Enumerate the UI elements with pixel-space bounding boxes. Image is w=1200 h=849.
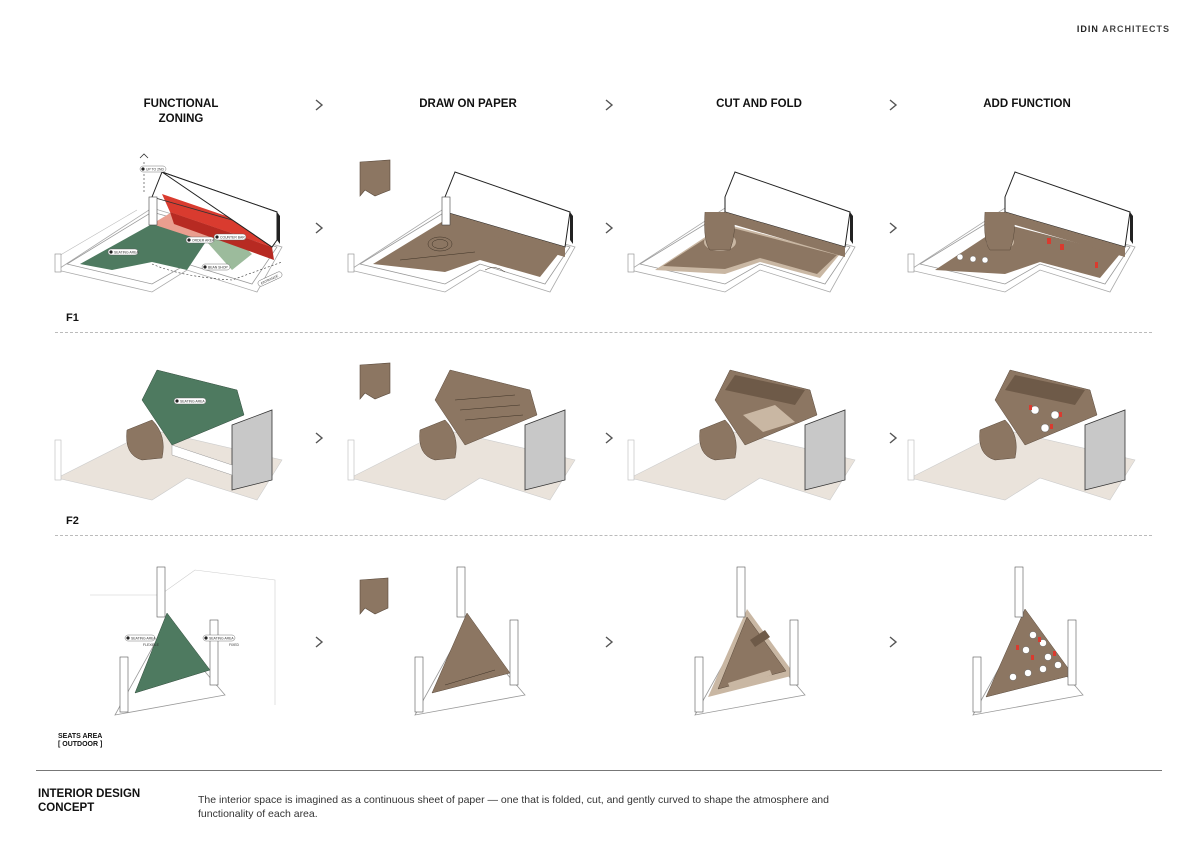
- brand-name: IDIN: [1076, 24, 1099, 34]
- f2-functional-zoning-diagram: SEATING AREA: [52, 360, 302, 510]
- row-divider: [55, 332, 1152, 333]
- tag-order-area: ORDER AREA: [192, 239, 215, 243]
- row-label-f2: F2: [66, 515, 79, 527]
- step-title-line: FUNCTIONAL: [143, 98, 219, 110]
- step-title-line: ZONING: [158, 113, 204, 125]
- chevron-right-icon: [888, 222, 898, 234]
- chevron-right-icon: [888, 636, 898, 648]
- chevron-right-icon: [604, 222, 614, 234]
- chevron-right-icon: [604, 636, 614, 648]
- chevron-right-icon: [314, 99, 324, 111]
- chevron-right-icon: [314, 432, 324, 444]
- f2-draw-on-paper-diagram: [345, 360, 595, 510]
- footer-divider: [36, 770, 1162, 771]
- concept-title-line: INTERIOR DESIGN: [38, 788, 141, 800]
- concept-title-line: CONCEPT: [38, 802, 95, 814]
- chevron-right-icon: [604, 432, 614, 444]
- concept-title: INTERIOR DESIGN CONCEPT: [38, 787, 178, 815]
- row-label-line: [ OUTDOOR ]: [58, 741, 103, 748]
- step-title-functional-zoning: FUNCTIONAL ZONING: [81, 97, 281, 127]
- step-title-line: ADD FUNCTION: [983, 98, 1071, 110]
- step-title-cut-and-fold: CUT AND FOLD: [659, 97, 859, 112]
- step-title-line: CUT AND FOLD: [716, 98, 802, 110]
- chevron-right-icon: [888, 99, 898, 111]
- f1-draw-on-paper-diagram: [345, 152, 595, 302]
- f1-functional-zoning-diagram: UP TO 2ND SEATING AREA ORDER AREA COUNTE…: [52, 152, 302, 302]
- tag-seating-area-flexible: SEATING AREA: [131, 637, 156, 641]
- tag-seating-area: SEATING AREA: [180, 400, 205, 404]
- f2-add-function-diagram: [905, 360, 1155, 510]
- step-title-draw-on-paper: DRAW ON PAPER: [368, 97, 568, 112]
- chevron-right-icon: [888, 432, 898, 444]
- brand-suffix: ARCHITECTS: [1102, 24, 1170, 34]
- row-label-outdoor: SEATS AREA [ OUTDOOR ]: [58, 733, 102, 749]
- outdoor-draw-on-paper-diagram: [359, 565, 560, 716]
- step-title-add-function: ADD FUNCTION: [927, 97, 1127, 112]
- f1-add-function-diagram: [905, 152, 1155, 302]
- brand-logo: IDIN ARCHITECTS: [1077, 24, 1170, 34]
- concept-description: The interior space is imagined as a cont…: [198, 794, 829, 820]
- step-title-line: DRAW ON PAPER: [419, 98, 517, 110]
- tag-fixed: FIXED: [229, 643, 240, 647]
- chevron-right-icon: [604, 99, 614, 111]
- tag-up-to-2nd: UP TO 2ND: [146, 168, 164, 172]
- row-label-line: SEATS AREA: [58, 733, 103, 740]
- f1-cut-and-fold-diagram: [625, 152, 875, 302]
- tag-flexible: FLEXIBLE: [143, 643, 160, 647]
- tag-entrance: ENTRANCE: [260, 274, 279, 286]
- tag-counter-bar: COUNTER BAR: [220, 236, 245, 240]
- outdoor-add-function-diagram: [918, 565, 1118, 716]
- outdoor-cut-and-fold-diagram: [640, 565, 840, 716]
- tag-bean-shop: BEAN SHOP: [208, 266, 229, 270]
- chevron-right-icon: [314, 636, 324, 648]
- chevron-right-icon: [314, 222, 324, 234]
- f2-cut-and-fold-diagram: [625, 360, 875, 510]
- outdoor-functional-zoning-diagram: SEATING AREA FLEXIBLE SEATING AREA FIXED: [85, 565, 285, 716]
- tag-seating-area-fixed: SEATING AREA: [209, 637, 234, 641]
- row-divider: [55, 535, 1152, 536]
- tag-seating-area: SEATING AREA: [114, 251, 139, 255]
- row-label-f1: F1: [66, 312, 79, 324]
